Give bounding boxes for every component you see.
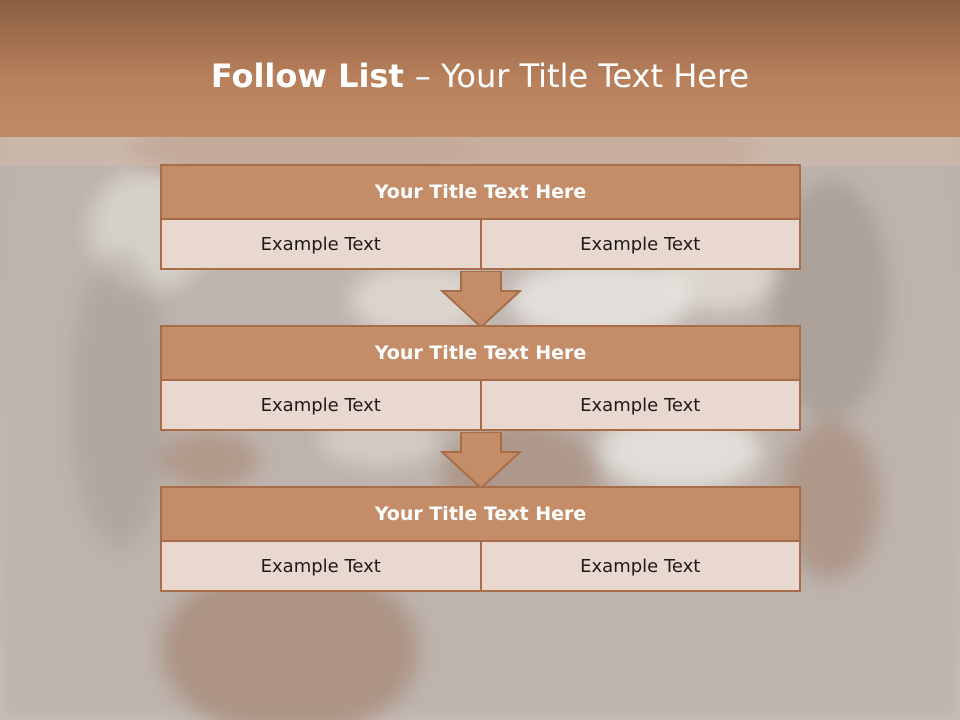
block-row: Example Text Example Text [160,542,801,592]
block-cell-left: Example Text [160,381,482,431]
list-block-2: Your Title Text Here Example Text Exampl… [160,325,801,431]
block-cell-right: Example Text [481,542,801,592]
down-arrow-icon [440,432,522,490]
block-row: Example Text Example Text [160,381,801,431]
block-title: Your Title Text Here [160,486,801,542]
block-cell-left: Example Text [160,220,482,270]
list-block-3: Your Title Text Here Example Text Exampl… [160,486,801,592]
list-block-1: Your Title Text Here Example Text Exampl… [160,164,801,270]
block-cell-left: Example Text [160,542,482,592]
block-row: Example Text Example Text [160,220,801,270]
title-bold-part: Follow List [210,57,415,95]
title-rest-part: – Your Title Text Here [414,57,750,95]
block-cell-right: Example Text [481,220,801,270]
slide-title: Follow List – Your Title Text Here [0,52,960,100]
header-sub-band [0,137,960,166]
block-title: Your Title Text Here [160,325,801,381]
header-band [0,0,960,137]
block-cell-right: Example Text [481,381,801,431]
down-arrow-icon [440,271,522,329]
block-title: Your Title Text Here [160,164,801,220]
